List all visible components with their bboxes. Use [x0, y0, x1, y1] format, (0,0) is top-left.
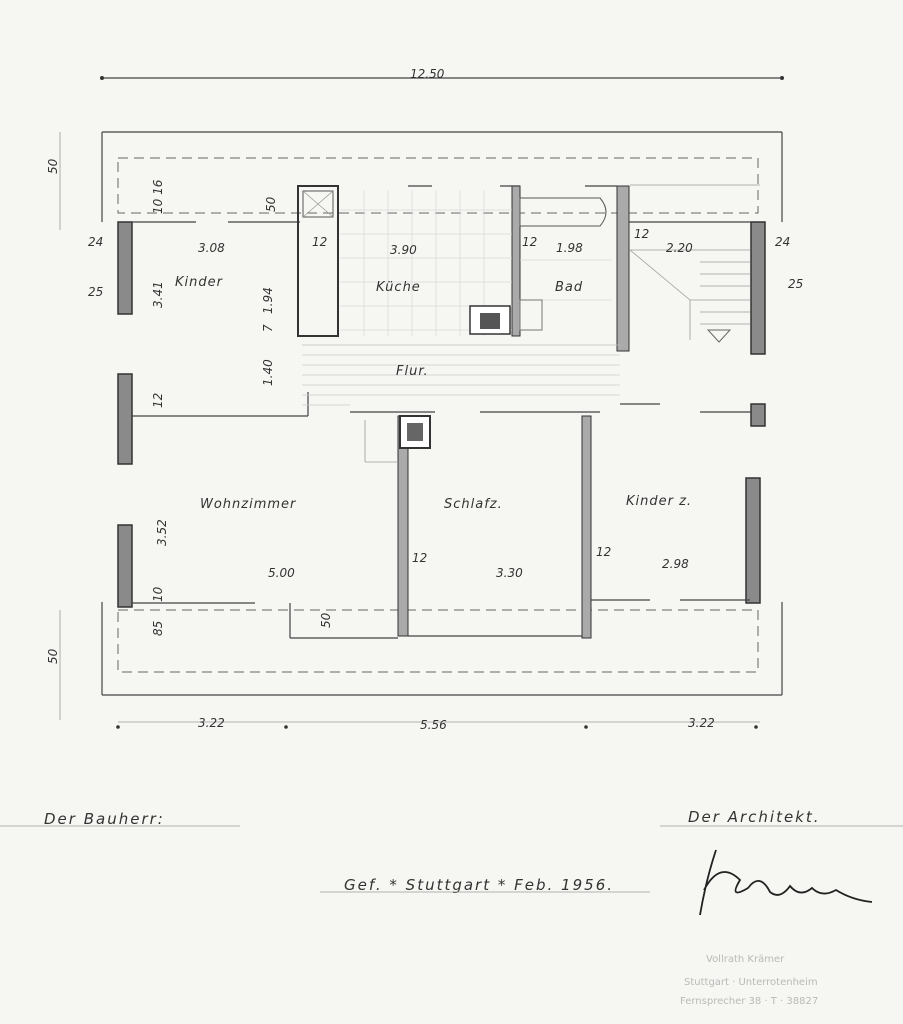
staircase — [629, 249, 750, 343]
room-label-flur: Flur. — [396, 364, 429, 379]
dim-bad-wall: 12 — [522, 235, 537, 249]
place-date-line: Gef. * Stuttgart * Feb. 1956. — [344, 876, 614, 894]
dim-bad-width: 1.98 — [556, 241, 583, 255]
dim-kinder-7: 7 — [261, 324, 275, 332]
dim-left-25: 25 — [88, 285, 103, 299]
dim-bottom-seg-2: 5.56 — [420, 718, 447, 732]
room-label-kinder: Kinder — [175, 275, 224, 290]
dim-kinder-width: 3.08 — [198, 241, 225, 255]
dim-kinder-top: 10 16 — [151, 179, 165, 214]
interior-walls — [132, 185, 751, 639]
dim-kinder-depth: 3.41 — [151, 281, 165, 308]
dim-wohn-10: 10 — [151, 586, 165, 602]
dim-kinder2-wall: 12 — [596, 545, 611, 559]
stamp-line-2: Stuttgart · Unterrotenheim — [684, 977, 818, 988]
dim-kinder-wall: 12 — [151, 393, 165, 408]
bathroom-fixtures — [519, 197, 612, 331]
dim-stair-width: 2.20 — [666, 241, 693, 255]
label-bauherr: Der Bauherr: — [44, 810, 165, 828]
kitchen-tiles — [340, 190, 512, 336]
roof-outline — [59, 131, 783, 720]
architect-signature — [699, 849, 873, 916]
top-dimension-line — [100, 76, 784, 80]
dim-wohn-depth: 3.52 — [155, 519, 169, 546]
dim-bottom-seg-1: 3.22 — [198, 716, 225, 730]
dim-wohn-width: 5.00 — [268, 566, 295, 580]
exterior-walls — [117, 221, 766, 608]
architect-stamp: Vollrath Krämer Stuttgart · Unterrotenhe… — [680, 954, 818, 1007]
room-label-schlafz: Schlafz. — [444, 497, 503, 512]
dim-bottom-seg-3: 3.22 — [688, 716, 715, 730]
dim-kinder-140: 1.40 — [261, 359, 275, 386]
dim-wohn-50: 50 — [319, 612, 333, 628]
dim-wohn-85: 85 — [151, 621, 165, 636]
room-label-wohnzimmer: Wohnzimmer — [200, 497, 297, 512]
dim-kinder-left-50: 50 — [264, 196, 278, 212]
dim-stair-wall: 12 — [634, 227, 649, 241]
label-architekt: Der Architekt. — [688, 808, 821, 826]
dim-schlaf-wall: 12 — [412, 551, 427, 565]
room-label-bad: Bad — [555, 280, 583, 295]
dim-right-25: 25 — [788, 277, 803, 291]
dim-kinder2-width: 2.98 — [662, 557, 689, 571]
balcony-dashed-outlines — [117, 157, 760, 673]
dim-top-offset: 50 — [46, 158, 60, 174]
bottom-dimension-line — [116, 721, 760, 729]
dim-overall-width: 12.50 — [410, 67, 445, 81]
stamp-line-1: Vollrath Krämer — [706, 954, 785, 965]
room-label-kinderz: Kinder z. — [626, 494, 692, 509]
dim-schlaf-width: 3.30 — [496, 566, 523, 580]
dim-kinder-194: 1.94 — [261, 287, 275, 314]
dim-right-24: 24 — [775, 235, 790, 249]
dim-kueche-wall: 12 — [312, 235, 327, 249]
stamp-line-3: Fernsprecher 38 · T · 38827 — [680, 996, 818, 1007]
dim-left-24: 24 — [88, 235, 103, 249]
room-label-kueche: Küche — [376, 280, 421, 295]
dim-bottom-offset: 50 — [46, 648, 60, 664]
hall-floor-shading — [302, 344, 620, 406]
dim-kueche-width: 3.90 — [390, 243, 417, 257]
